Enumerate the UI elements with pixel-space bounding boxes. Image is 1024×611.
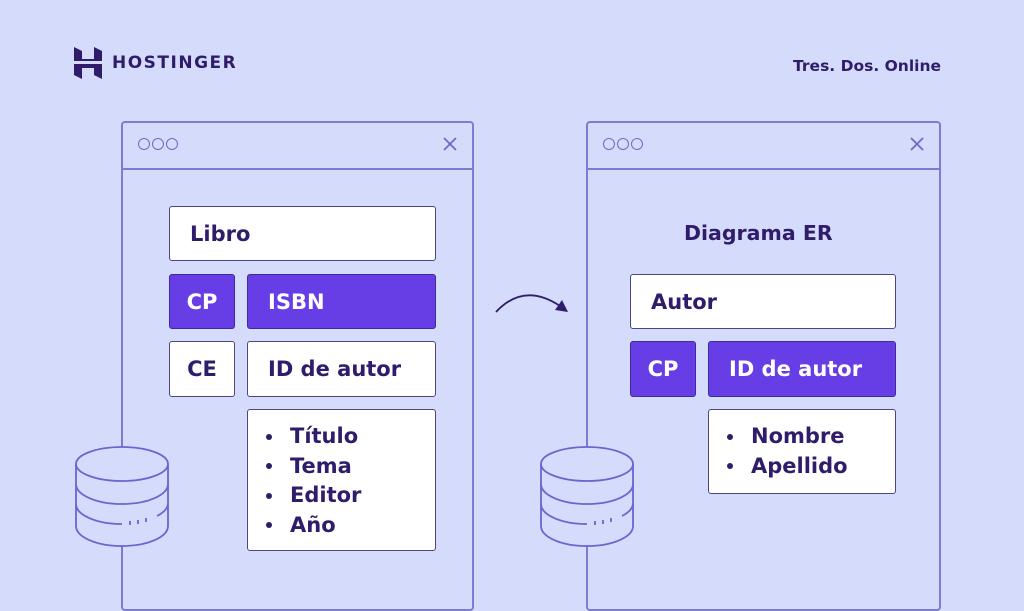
attribute-item: Año [266, 511, 435, 541]
attribute-item: Nombre [727, 422, 895, 452]
attribute-item: Editor [266, 481, 435, 511]
attribute-list: Título Tema Editor Año [247, 409, 436, 551]
field-id-de-autor: ID de autor [247, 341, 436, 397]
database-icon [540, 446, 634, 547]
window-titlebar [123, 123, 472, 170]
table-name-libro: Libro [169, 206, 436, 261]
attribute-item: Apellido [727, 452, 895, 482]
field-label: ID de autor [268, 357, 402, 381]
diagram-title: Diagrama ER [684, 221, 833, 245]
window-dots-icon [603, 138, 643, 150]
field-label: ID de autor [729, 357, 863, 381]
field-label: ISBN [268, 289, 325, 314]
table-name-autor: Autor [630, 274, 896, 329]
curved-arrow-right-icon [495, 294, 568, 313]
close-icon[interactable] [909, 136, 925, 152]
key-label: CP [186, 289, 218, 314]
table-name-label: Autor [651, 289, 718, 314]
table-name-label: Libro [190, 221, 251, 246]
key-label: CP [647, 357, 679, 381]
key-label: CE [187, 357, 217, 381]
attribute-list: Nombre Apellido [708, 409, 896, 494]
brand-logo: HOSTINGER [74, 47, 237, 79]
close-icon[interactable] [442, 136, 458, 152]
attribute-item: Título [266, 422, 435, 452]
key-badge-ce: CE [169, 341, 235, 397]
site-label: Tres. Dos. Online [793, 57, 941, 75]
hostinger-h-logo-icon [74, 47, 102, 79]
brand-name: HOSTINGER [112, 53, 238, 73]
key-badge-cp: CP [630, 341, 696, 397]
field-id-de-autor: ID de autor [708, 341, 896, 397]
key-badge-cp: CP [169, 274, 235, 329]
window-titlebar [588, 123, 939, 170]
database-icon [75, 446, 169, 547]
field-isbn: ISBN [247, 274, 436, 329]
attribute-item: Tema [266, 452, 435, 482]
window-dots-icon [138, 138, 178, 150]
